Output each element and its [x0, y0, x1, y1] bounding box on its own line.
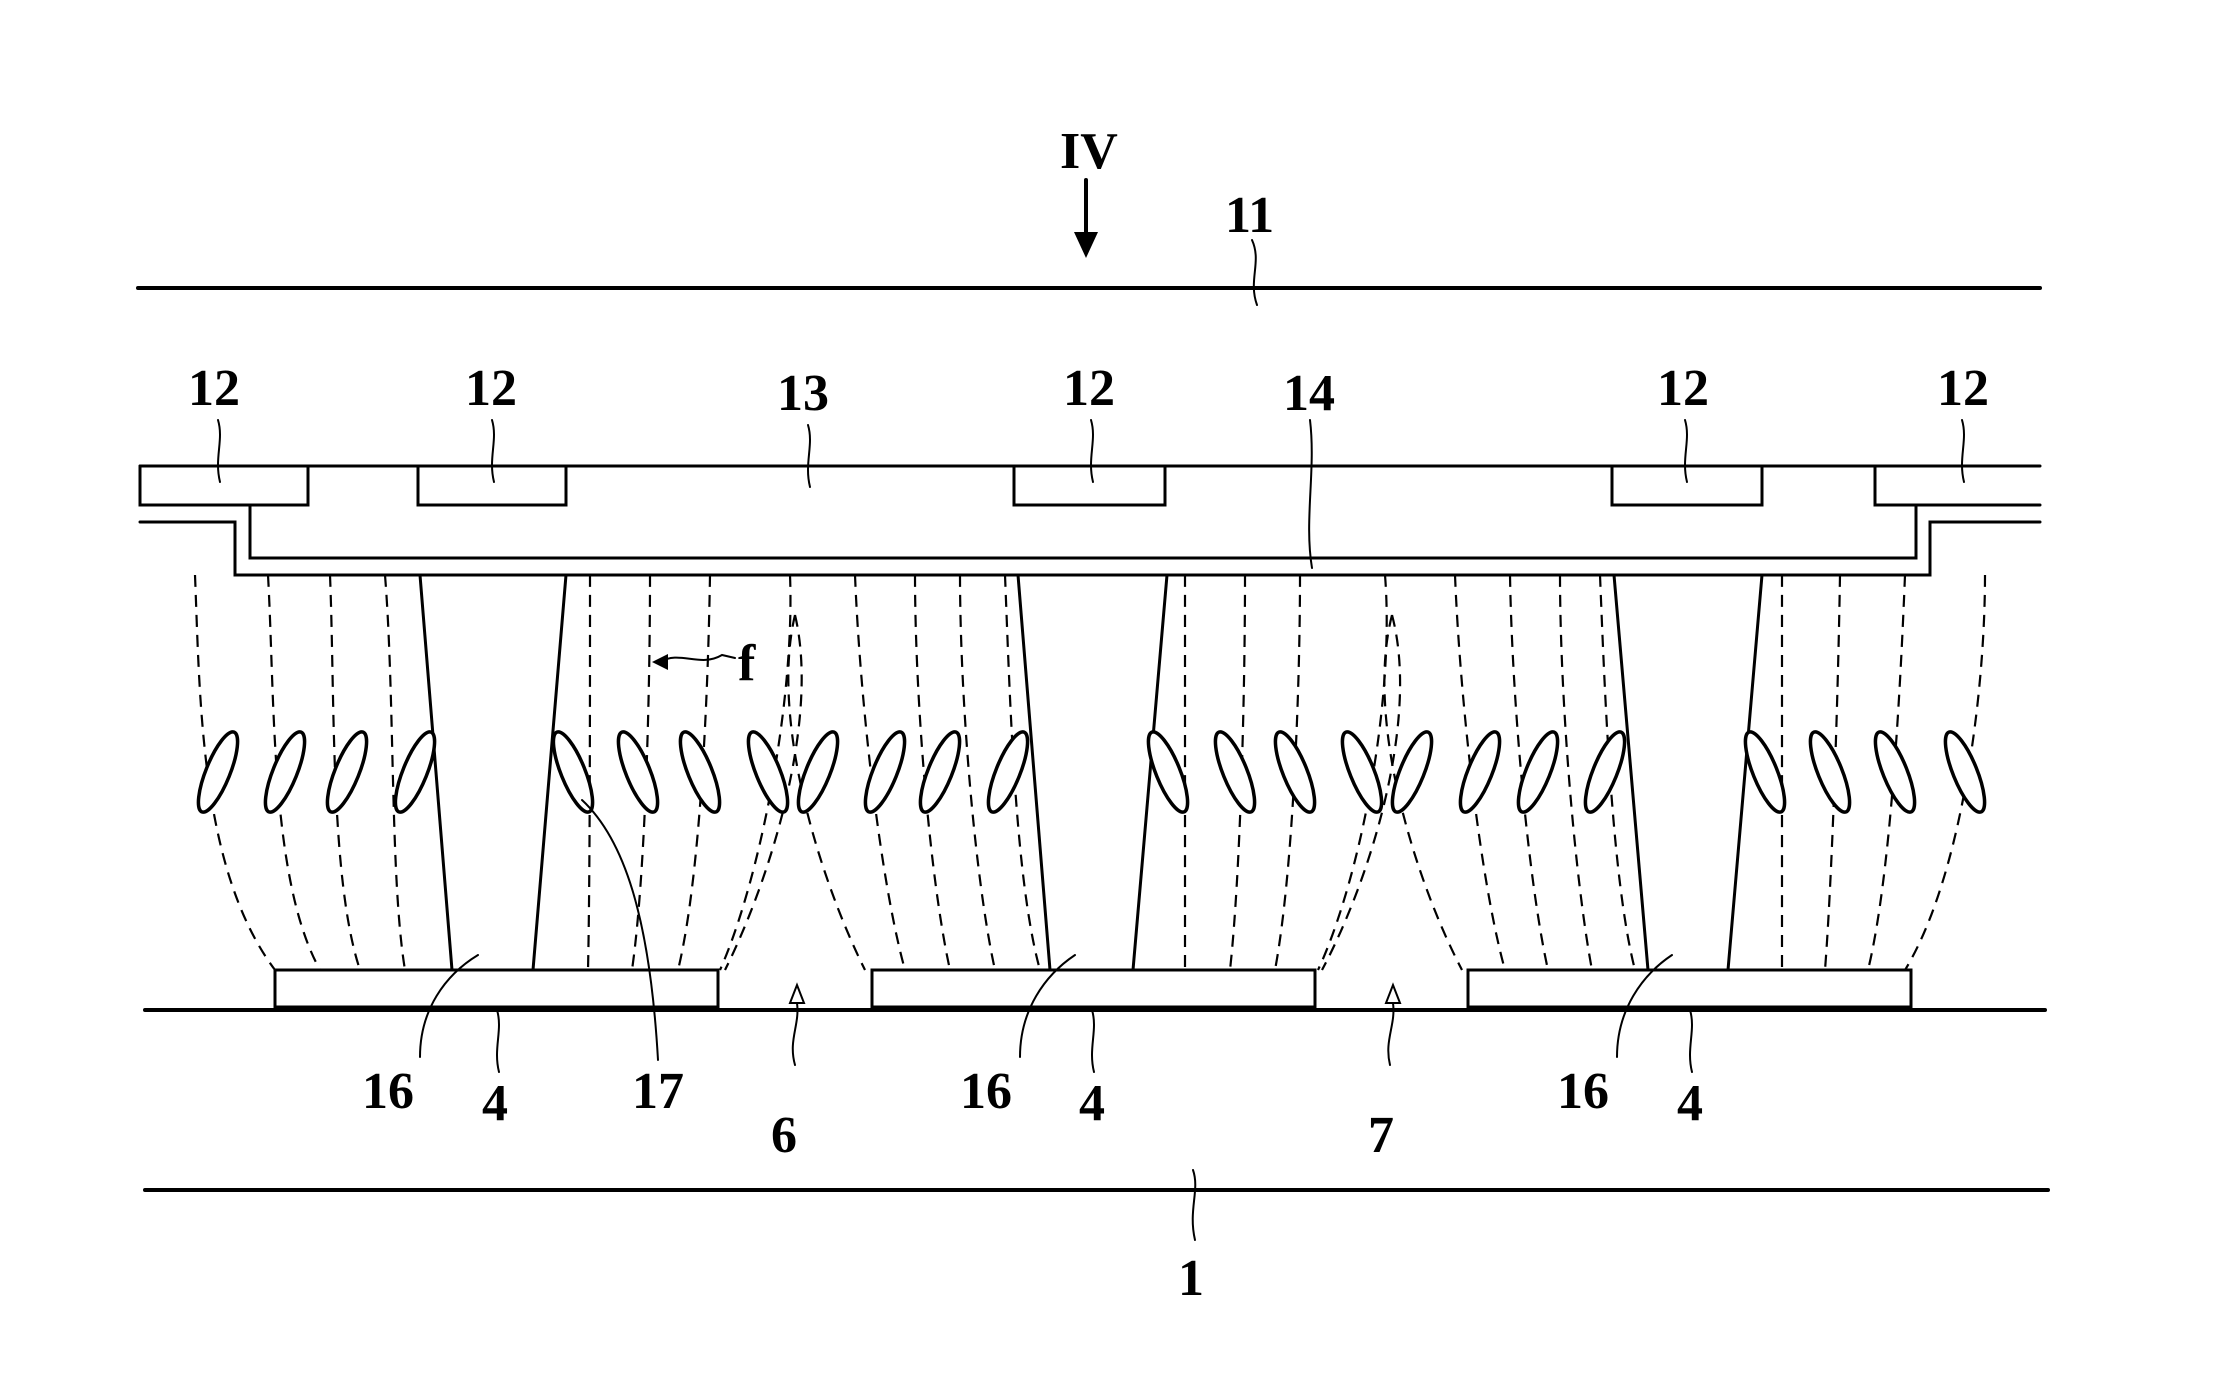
leader-14: [1309, 420, 1312, 568]
wall-2-left: [1018, 575, 1050, 970]
label-12-a: 12: [188, 360, 240, 417]
iv-arrow-head: [1074, 232, 1098, 258]
black-matrix-block-1: [140, 466, 308, 505]
leader-12a: [218, 420, 220, 482]
lc-molecule: [1938, 728, 1992, 817]
label-17: 17: [632, 1063, 684, 1120]
pixel-electrode-2: [872, 970, 1315, 1007]
gap-6-arrow-tail: [793, 1003, 798, 1065]
leader-12d: [1685, 420, 1687, 482]
label-iv: IV: [1060, 123, 1118, 180]
lc-molecule: [1868, 728, 1922, 817]
lc-molecule: [320, 728, 374, 817]
label-11: 11: [1225, 187, 1274, 244]
lc-molecule: [981, 728, 1035, 817]
field-lines: [195, 575, 1985, 970]
lc-molecule: [258, 728, 312, 817]
black-matrix-block-5: [1875, 466, 2040, 505]
liquid-crystal-molecules: [191, 728, 1992, 817]
lc-molecule: [791, 728, 845, 817]
leader-12c: [1091, 420, 1093, 482]
field-line: [588, 575, 590, 970]
leader-12b: [492, 420, 494, 482]
label-7: 7: [1368, 1107, 1394, 1164]
common-electrode-outer: [140, 522, 2040, 575]
label-12-e: 12: [1937, 360, 1989, 417]
lc-molecule: [1803, 728, 1857, 817]
lc-molecule: [1578, 728, 1632, 817]
leader-11: [1252, 240, 1257, 305]
field-line: [1560, 575, 1592, 970]
lc-molecule: [1453, 728, 1507, 817]
lc-molecule: [191, 728, 245, 817]
label-14: 14: [1283, 365, 1335, 422]
color-filter-bottom-line: [140, 466, 308, 505]
field-line-arrow-head: [652, 654, 668, 670]
gap-7-arrow-tail: [1388, 1003, 1393, 1065]
label-13: 13: [777, 365, 829, 422]
label-16-a: 16: [362, 1063, 414, 1120]
label-4-a: 4: [482, 1075, 508, 1132]
black-matrix-block-3: [1014, 466, 1165, 505]
lc-molecule: [611, 728, 665, 817]
pixel-electrode-3: [1468, 970, 1911, 1007]
label-1: 1: [1178, 1250, 1204, 1307]
walls: [420, 575, 1762, 970]
label-6: 6: [771, 1107, 797, 1164]
label-16-b: 16: [960, 1063, 1012, 1120]
gap-7-arrow: [1386, 985, 1400, 1003]
leader-4c: [1690, 1010, 1692, 1072]
label-f: f: [738, 635, 756, 692]
lc-molecule: [546, 728, 600, 817]
leader-13: [808, 425, 810, 487]
leader-4a: [497, 1010, 499, 1072]
lc-molecule: [1268, 728, 1322, 817]
lc-molecule: [388, 728, 442, 817]
label-12-d: 12: [1657, 360, 1709, 417]
label-16-c: 16: [1557, 1063, 1609, 1120]
label-12-b: 12: [465, 360, 517, 417]
lc-molecule: [858, 728, 912, 817]
common-electrode-inner: [250, 505, 1916, 558]
leader-1: [1193, 1170, 1196, 1240]
label-12-c: 12: [1063, 360, 1115, 417]
leader-12e: [1962, 420, 1964, 482]
field-line: [960, 575, 995, 970]
field-line-arrow: [660, 655, 735, 662]
label-4-b: 4: [1079, 1075, 1105, 1132]
black-matrix-block-4: [1612, 466, 1762, 505]
label-4-c: 4: [1677, 1075, 1703, 1132]
lc-molecule: [1385, 728, 1439, 817]
leader-4b: [1092, 1010, 1094, 1072]
lc-molecule: [1208, 728, 1262, 817]
leader-17: [582, 800, 658, 1060]
color-filter-bottom-edge: [140, 466, 308, 505]
gap-6-arrow: [790, 985, 804, 1003]
lc-molecule: [1335, 728, 1389, 817]
